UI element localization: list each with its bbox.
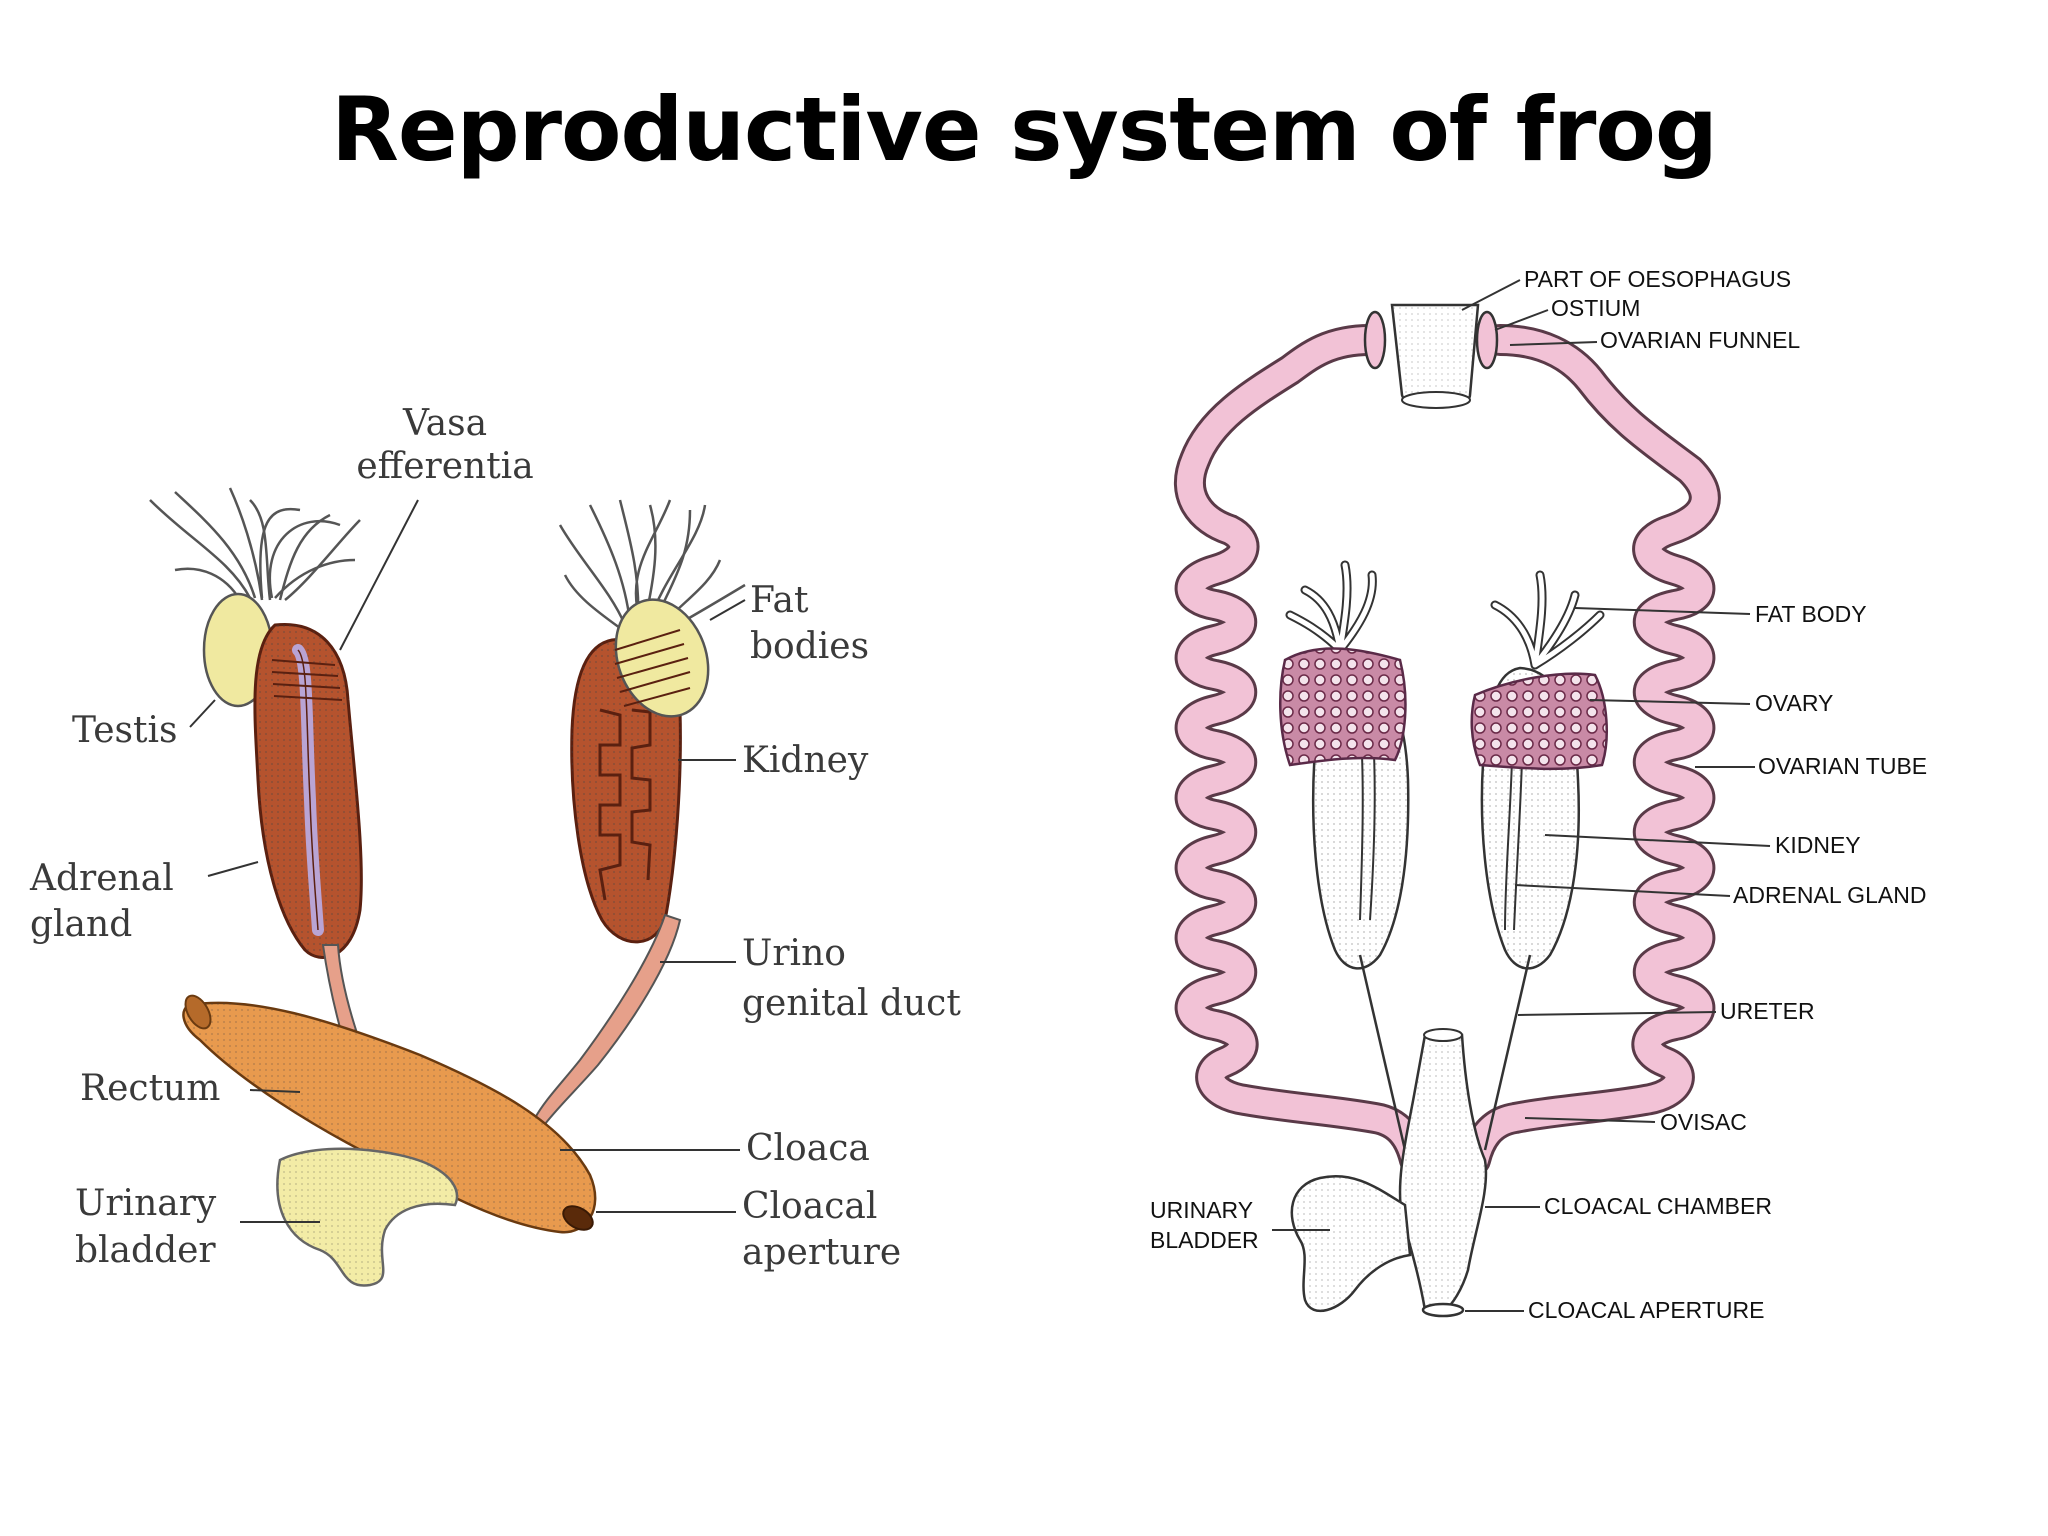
leader-testis <box>189 699 216 728</box>
label-cloacal-aperture-line1: Cloacal <box>742 1186 877 1227</box>
label-cloacal-aperture-line2: aperture <box>742 1232 901 1273</box>
label-testis: Testis <box>72 710 177 751</box>
label-urinary-bladder-female-line1: URINARY <box>1150 1197 1253 1223</box>
label-rectum: Rectum <box>80 1068 220 1109</box>
right-urino-genital-duct <box>533 913 682 1126</box>
label-cloacal-chamber: CLOACAL CHAMBER <box>1544 1193 1772 1219</box>
label-ovisac: OVISAC <box>1660 1109 1747 1135</box>
label-urino-genital-duct-line1: Urino <box>742 933 846 974</box>
leader-adrenal-gland <box>207 861 259 877</box>
label-ovarian-funnel: OVARIAN FUNNEL <box>1600 327 1800 353</box>
label-vasa-efferentia-line1: Vasa <box>402 403 487 444</box>
label-kidney: Kidney <box>742 740 869 781</box>
slide-title: Reproductive system of frog <box>331 78 1718 181</box>
label-ovarian-tube: OVARIAN TUBE <box>1758 753 1927 779</box>
right-kidney-tubules <box>598 708 622 901</box>
leader-adrenal-gland-female <box>1514 884 1731 897</box>
right-adrenal-gland-female <box>1504 759 1513 931</box>
leader-part-of-oesophagus <box>1461 279 1521 311</box>
left-vasa-efferentia <box>271 659 343 701</box>
left-fat-body <box>1285 560 1377 655</box>
leader-fat-bodies <box>709 599 746 621</box>
leader-ovarian-funnel <box>1509 341 1598 346</box>
leader-ureter <box>1517 1011 1717 1016</box>
left-ovary <box>1279 647 1407 767</box>
left-urino-genital-duct <box>321 944 358 1037</box>
leader-rectum <box>249 1089 301 1093</box>
label-fat-bodies-line2: bodies <box>750 626 869 667</box>
leader-vasa-efferentia <box>339 499 419 651</box>
left-ureter <box>1358 954 1407 1151</box>
label-ureter: URETER <box>1720 998 1815 1024</box>
label-adrenal-gland-line2: gland <box>30 904 132 945</box>
label-ostium: OSTIUM <box>1551 295 1640 321</box>
cloacal-aperture-female <box>1421 1302 1465 1318</box>
label-adrenal-gland-female: ADRENAL GLAND <box>1733 882 1926 908</box>
label-fat-bodies-line1: Fat <box>750 580 809 621</box>
cloacal-aperture <box>562 1205 594 1231</box>
left-ostium <box>1363 310 1387 370</box>
label-urino-genital-duct-line2: genital duct <box>742 983 961 1024</box>
label-urinary-bladder-female-line2: BLADDER <box>1150 1227 1259 1253</box>
right-ovary <box>1470 672 1608 771</box>
male-reproductive-diagram: Vasa efferentia Testis Adrenal gland Rec… <box>29 403 961 1287</box>
label-fat-body: FAT BODY <box>1755 601 1867 627</box>
leader-kidney-female <box>1544 834 1771 847</box>
right-vasa-efferentia <box>614 629 691 707</box>
rectum-opening <box>184 994 212 1030</box>
leader-ovary <box>1589 699 1751 705</box>
label-part-of-oesophagus: PART OF OESOPHAGUS <box>1524 266 1791 292</box>
label-kidney-female: KIDNEY <box>1775 832 1861 858</box>
label-urinary-bladder-line1: Urinary <box>75 1183 217 1224</box>
label-vasa-efferentia-line2: efferentia <box>356 446 533 487</box>
label-cloaca: Cloaca <box>746 1128 870 1169</box>
label-adrenal-gland-line1: Adrenal <box>29 858 174 899</box>
right-ureter <box>1483 954 1532 1151</box>
leader-fat-body <box>1574 607 1751 615</box>
left-fat-body-threads <box>149 487 361 601</box>
right-ostium <box>1475 310 1499 370</box>
leader-ostium <box>1494 309 1549 331</box>
label-cloacal-aperture-female: CLOACAL APERTURE <box>1528 1297 1764 1323</box>
female-reproductive-diagram: PART OF OESOPHAGUS OSTIUM OVARIAN FUNNEL… <box>1150 266 1927 1323</box>
label-urinary-bladder-line2: bladder <box>75 1230 216 1271</box>
leader-ovisac <box>1524 1117 1656 1123</box>
label-ovary: OVARY <box>1755 690 1833 716</box>
